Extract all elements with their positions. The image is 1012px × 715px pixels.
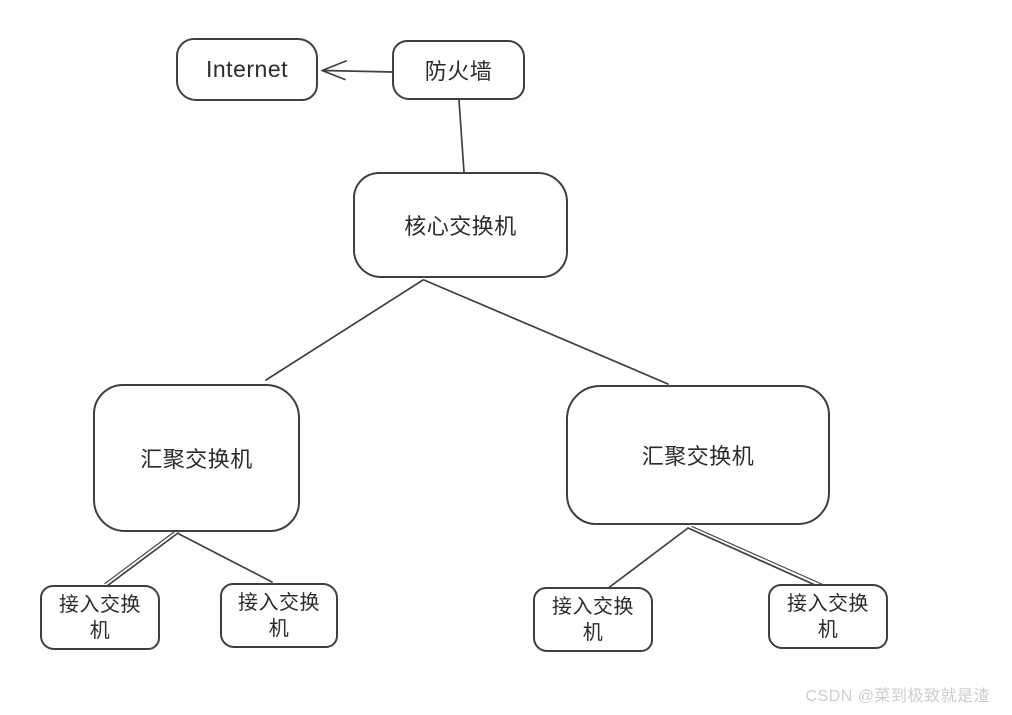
edge-firewall-to-internet [323, 69, 394, 73]
node-aggregation-switch-left-label: 汇聚交换机 [140, 447, 253, 472]
node-aggregation-switch-right-label: 汇聚交换机 [641, 444, 755, 469]
node-access-switch-2: 接入交换机 [220, 583, 338, 648]
edge-aggright-to-access4-sketch [691, 525, 827, 587]
node-firewall: 防火墙 [392, 40, 525, 100]
node-internet: Internet [176, 38, 318, 101]
node-access-switch-2-label: 接入交换机 [238, 591, 320, 640]
arrowhead-icon [321, 60, 347, 81]
edge-firewall-to-core [458, 99, 465, 173]
node-aggregation-switch-right: 汇聚交换机 [566, 385, 830, 525]
node-core-switch: 核心交换机 [353, 172, 568, 278]
node-access-switch-4: 接入交换机 [768, 584, 888, 649]
node-core-switch-label: 核心交换机 [404, 214, 517, 239]
csdn-watermark: CSDN @菜到极致就是渣 [805, 688, 990, 705]
node-access-switch-3: 接入交换机 [533, 587, 653, 652]
edge-aggleft-to-access1-sketch [104, 529, 177, 585]
node-internet-label: Internet [206, 56, 288, 82]
node-access-switch-4-label: 接入交换机 [787, 592, 869, 641]
node-access-switch-1: 接入交换机 [40, 585, 160, 650]
edge-aggleft-to-access1 [106, 532, 179, 587]
edge-aggright-to-access4 [687, 527, 825, 590]
edge-core-to-agg-left [265, 279, 424, 381]
edge-core-to-agg-right [423, 279, 669, 385]
edge-aggleft-to-access2 [178, 533, 273, 583]
edge-aggright-to-access3 [602, 527, 689, 593]
node-firewall-label: 防火墙 [424, 59, 493, 84]
node-access-switch-1-label: 接入交换机 [59, 593, 141, 642]
node-access-switch-3-label: 接入交换机 [552, 595, 634, 644]
node-aggregation-switch-left: 汇聚交换机 [93, 384, 300, 532]
